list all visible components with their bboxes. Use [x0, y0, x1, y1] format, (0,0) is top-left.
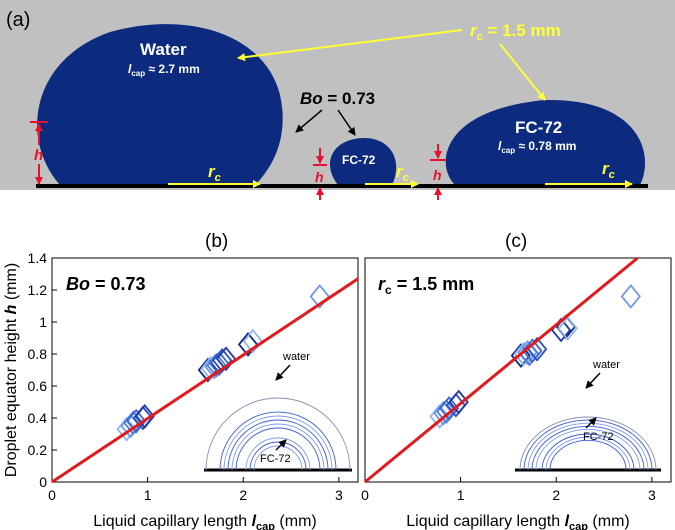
inset-droplet-profile	[535, 428, 641, 471]
panel-b-ytick-label: 0.8	[28, 346, 48, 362]
panel-c-xtick-label: 0	[361, 487, 369, 503]
panel-b-data-point	[197, 357, 219, 383]
fc72-lcap-label: lcap ≈ 0.78 mm	[498, 139, 576, 155]
fc72-rc-label: rc	[602, 159, 615, 181]
fc72-drop	[445, 99, 646, 185]
panel-a-label: (a)	[6, 9, 30, 31]
panel-c-data-point	[522, 338, 543, 364]
fc72-drop-name: FC-72	[515, 118, 562, 137]
inset-droplet-profile	[541, 433, 635, 471]
panel-c-data-point	[557, 315, 578, 341]
svg-text:h: h	[34, 147, 43, 164]
fc72-h-marker: h	[430, 144, 446, 200]
panel-b-xtick-label: 3	[335, 487, 343, 503]
inset-fc72-label: FC-72	[583, 431, 614, 443]
rc-arrow-to-fc72	[499, 43, 546, 101]
bo-label: Bo = 0.73	[300, 89, 375, 108]
inset-droplet-profile	[249, 441, 307, 471]
panel-b-xtick-label: 2	[239, 487, 247, 503]
water-rc-label: rc	[208, 162, 221, 184]
panel-c-data-point	[438, 395, 460, 421]
panel-b-ytick-label: 1	[39, 314, 47, 330]
panel-b-data-point	[116, 416, 137, 442]
inset-droplet-profile	[519, 416, 657, 471]
panel-b-ytick-label: 0	[39, 474, 47, 490]
panel-b-xtick-label: 0	[48, 487, 56, 503]
panel-c-xlabel: Liquid capillary length lcap (mm)	[406, 513, 630, 530]
panel-a: (a) Water lcap ≈ 2.7 mm FC-72 FC-72 lcap…	[0, 0, 675, 200]
inset-droplet-profile	[523, 419, 653, 471]
inset-droplet-profile	[527, 422, 649, 471]
inset-water-label: water	[282, 351, 310, 363]
water-lcap-label: lcap ≈ 2.7 mm	[128, 62, 200, 78]
panel-c-data-point	[510, 343, 532, 369]
panel-b-data-point	[309, 283, 330, 309]
panel-b-data-point	[125, 408, 147, 434]
panel-c-xtick-label: 2	[552, 487, 560, 503]
panel-b-annotation: Bo = 0.73	[66, 274, 146, 294]
panel-c-xtick-label: 3	[648, 487, 656, 503]
panel-b-data-point	[206, 352, 227, 378]
inset-droplet-profile	[235, 427, 321, 471]
small-drop-name: FC-72	[342, 153, 376, 167]
small-fc72-drop	[330, 137, 397, 185]
bo-arrow-left	[295, 109, 323, 133]
small-rc-label: rc	[396, 162, 409, 184]
panel-b-data-point	[123, 410, 144, 436]
panel-b-ytick-label: 0.2	[28, 442, 48, 458]
panel-c-data-point	[429, 403, 450, 429]
bo-arrow-right	[337, 109, 356, 136]
inset-droplet-profile	[231, 423, 325, 471]
rc-arrow-to-water	[237, 29, 463, 62]
panel-c-annotation: rc = 1.5 mm	[378, 274, 474, 297]
inset-droplet-profile	[545, 436, 631, 471]
panel-b-frame	[51, 257, 359, 483]
inset-fc72-arrow	[585, 417, 597, 429]
panel-b-label: (b)	[205, 231, 228, 252]
water-drop	[37, 24, 283, 186]
panel-b-ylabel: Droplet equator height h (mm)	[3, 263, 20, 477]
inset-droplet-profile	[245, 437, 311, 471]
svg-text:h: h	[315, 169, 324, 185]
panel-b-ytick-label: 1.2	[28, 282, 48, 298]
water-drop-name: Water	[140, 40, 187, 59]
water-h-marker: h	[30, 121, 48, 185]
inset-fc72-arrow	[275, 439, 287, 451]
panel-b-ytick-label: 1.4	[28, 250, 48, 266]
panel-b-ytick-label: 0.4	[28, 410, 48, 426]
inset-droplet-profile	[205, 397, 351, 471]
rc-value-label: rc = 1.5 mm	[470, 21, 561, 43]
inset-water-arrow	[585, 372, 601, 389]
panel-b-data-point	[212, 347, 233, 373]
panel-c-data-point	[620, 283, 642, 309]
panel-c-xtick-label: 1	[457, 487, 465, 503]
svg-text:h: h	[433, 167, 442, 183]
inset-droplet-profile	[223, 415, 333, 471]
panel-c-fit-line	[364, 256, 639, 484]
panel-b-ytick-label: 0.6	[28, 378, 48, 394]
inset-droplet-profile	[549, 439, 627, 471]
panel-c-label: (c)	[505, 231, 527, 252]
inset-droplet-profile	[227, 419, 329, 471]
inset-droplet-profile	[253, 445, 303, 471]
small-h-marker: h	[313, 148, 327, 200]
panel-b-data-point	[237, 331, 259, 357]
panel-b-xtick-label: 1	[144, 487, 152, 503]
panel-b-data-point	[134, 403, 155, 429]
inset-water-arrow	[275, 364, 291, 381]
panel-b-data-point	[215, 346, 237, 372]
inset-droplet-profile	[219, 411, 337, 471]
panel-b-fit-line	[51, 277, 359, 484]
inset-water-label: water	[592, 359, 620, 371]
panel-b-data-point	[242, 328, 263, 354]
panel-b-xlabel: Liquid capillary length lcap (mm)	[93, 513, 317, 530]
inset-fc72-label: FC-72	[260, 453, 291, 465]
